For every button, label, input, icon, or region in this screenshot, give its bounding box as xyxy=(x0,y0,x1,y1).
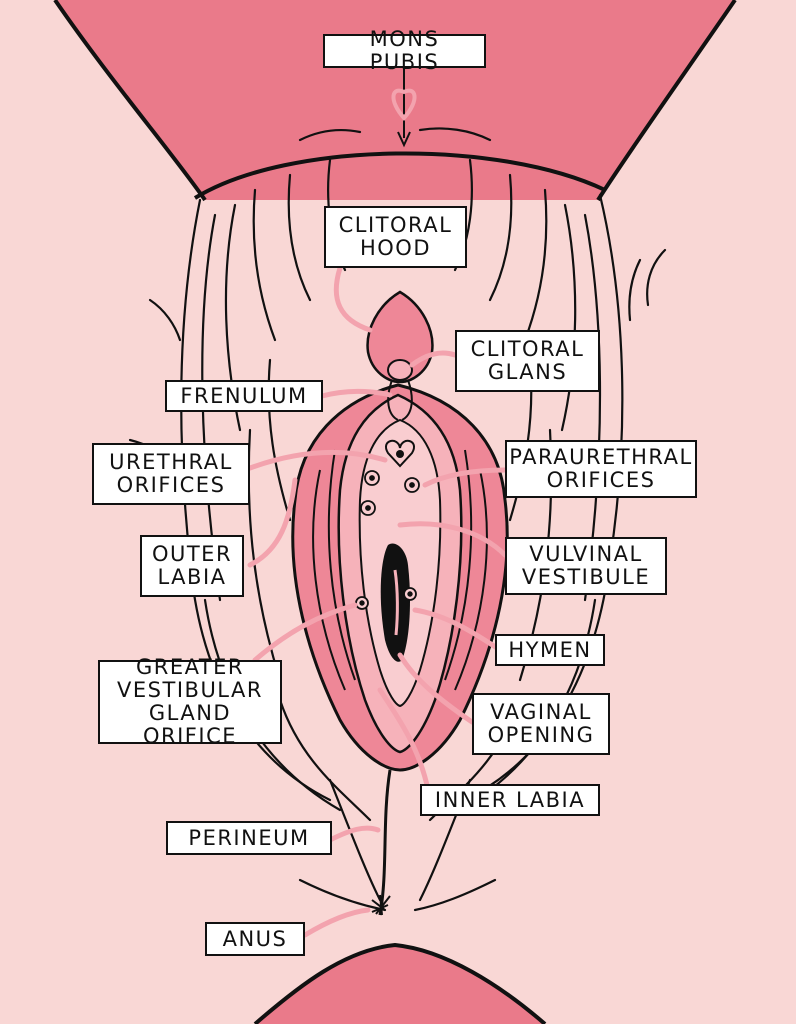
urethral-dot xyxy=(396,450,404,458)
labia-fold-lines xyxy=(312,449,488,691)
lower-skin-area xyxy=(255,945,545,1024)
right-thigh-line xyxy=(596,0,737,202)
label-greater-vestibular-gland-orifice: GREATER VESTIBULAR GLAND ORIFICE xyxy=(98,656,282,748)
hymen-shape xyxy=(393,569,399,636)
arrow-vaginal xyxy=(397,652,475,725)
label-clitoral-glans: CLITORAL GLANS xyxy=(455,330,600,392)
vaginal-opening-shape xyxy=(380,543,410,662)
clitoral-glans-shape xyxy=(387,359,413,381)
perineum-line xyxy=(378,769,392,916)
frenulum-lines xyxy=(387,379,413,421)
arrow-inner-labia xyxy=(377,687,431,793)
label-clitoral-hood: CLITORAL HOOD xyxy=(324,206,467,268)
mons-curve xyxy=(193,151,606,200)
arrow-clitoral-hood xyxy=(333,265,373,333)
arrow-clitoral-glans xyxy=(409,350,458,368)
label-outer-labia: OUTER LABIA xyxy=(140,535,244,597)
anus-shape xyxy=(371,894,391,916)
lower-contour-line xyxy=(253,942,547,1024)
arrow-paraurethral xyxy=(422,467,508,488)
label-vaginal-opening: VAGINAL OPENING xyxy=(472,693,610,755)
arrow-gland xyxy=(252,602,358,663)
arrow-urethral xyxy=(247,449,388,471)
label-perineum: PERINEUM xyxy=(166,821,332,855)
label-urethral-orifices: URETHRAL ORIFICES xyxy=(92,443,250,505)
label-mons-pubis: MONS PUBIS xyxy=(323,28,486,74)
label-paraurethral-orifices: PARAURETHRAL ORIFICES xyxy=(505,440,697,498)
left-thigh-line xyxy=(53,0,207,202)
arrow-outer-labia xyxy=(247,477,298,568)
arrow-anus xyxy=(302,907,371,938)
label-anus: ANUS xyxy=(205,922,305,956)
pointer-arrows xyxy=(247,265,508,938)
arrow-vestibule xyxy=(397,521,508,558)
label-inner-labia: INNER LABIA xyxy=(420,784,600,816)
label-frenulum: FRENULUM xyxy=(165,380,323,412)
label-vulvinal-vestibule: VULVINAL VESTIBULE xyxy=(505,537,667,595)
label-hymen: HYMEN xyxy=(495,634,605,666)
paraurethral-orifices-shape xyxy=(360,470,420,516)
arrow-hymen xyxy=(412,607,503,653)
arrow-frenulum xyxy=(319,388,393,399)
arrow-perineum xyxy=(327,825,381,843)
mons-arrow xyxy=(391,68,417,148)
